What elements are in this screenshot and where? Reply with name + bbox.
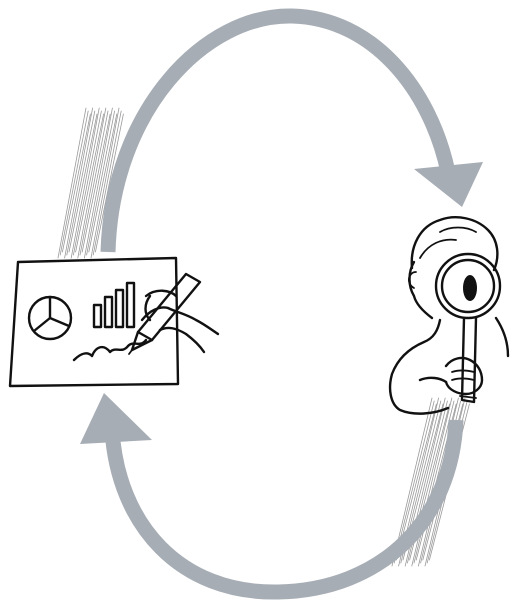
cycle-arrow-top-head [414,162,483,207]
cycle-arrow-bottom-head [80,393,152,444]
cycle-arrow-top [108,16,483,252]
bar-chart-icon [94,283,134,327]
cycle-arrow-bottom-body [112,420,456,592]
cycle-arrow-top-body [108,16,448,252]
chart-drawing-icon [10,258,218,386]
magnifying-glass-icon [436,254,500,402]
person-hair [412,217,498,270]
person-magnifying-glass-icon [390,217,508,413]
pie-chart-icon [29,297,71,339]
person-arm [420,378,446,382]
person-face [410,262,433,318]
magnified-eye [463,275,477,301]
person-body [390,320,448,414]
